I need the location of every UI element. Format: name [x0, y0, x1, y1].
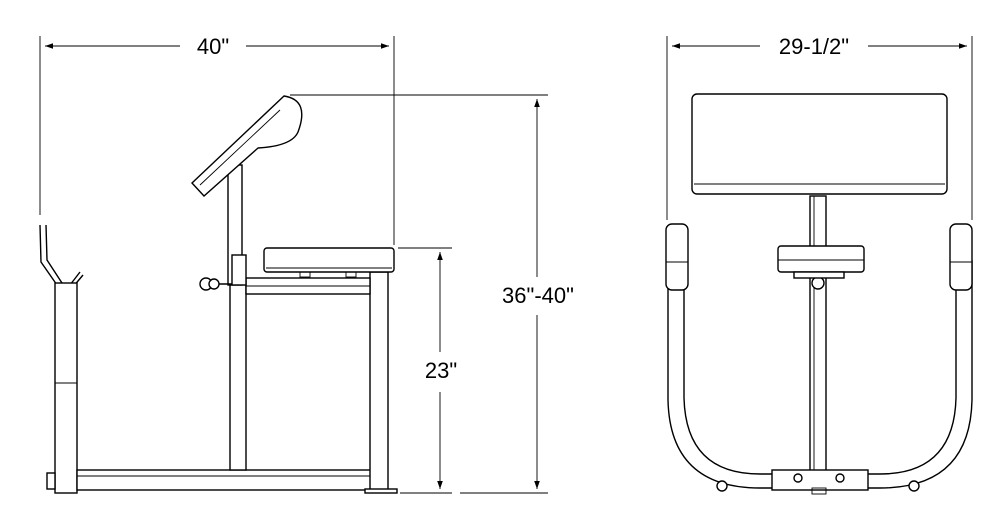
side-seat-pad [263, 247, 395, 278]
front-dimensions: 29-1/2" [666, 34, 973, 220]
front-arm-pad [691, 93, 948, 195]
side-seat-frame [229, 271, 398, 494]
front-right-roller [949, 223, 973, 291]
side-arm-pad [191, 95, 303, 197]
side-foot-post [39, 224, 84, 494]
front-base-frame [667, 260, 973, 495]
dim-seat-height: 23" [425, 358, 457, 383]
front-view [665, 93, 973, 495]
front-left-roller [665, 223, 689, 291]
side-view [39, 95, 398, 494]
front-center-post [809, 195, 827, 473]
dim-side-width: 40" [197, 34, 229, 59]
front-seat [777, 245, 865, 279]
dim-overall-height: 36"-40" [502, 283, 574, 308]
dim-front-width: 29-1/2" [779, 34, 849, 59]
side-base-rail [76, 469, 386, 491]
side-dimensions: 40" 23" 36"-40" [39, 34, 574, 494]
